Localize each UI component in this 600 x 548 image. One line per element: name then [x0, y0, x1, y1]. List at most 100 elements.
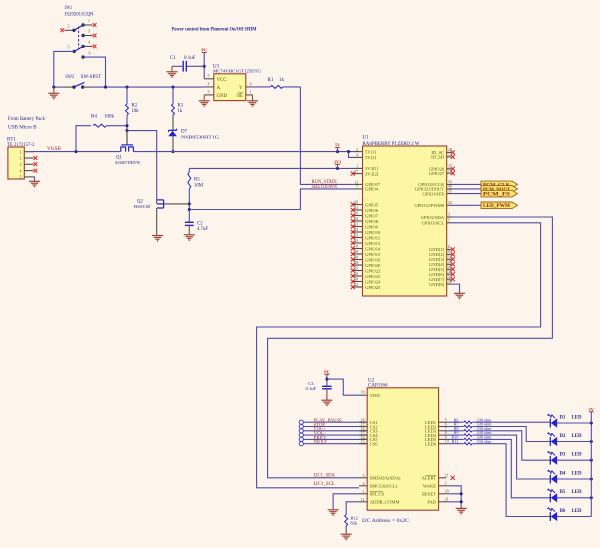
svg-text:20: 20: [448, 260, 452, 264]
svg-text:GPIO16: GPIO16: [365, 257, 381, 262]
svg-text:GPIO13: GPIO13: [365, 241, 381, 246]
svg-text:12: 12: [361, 498, 365, 502]
svg-text:330 ohm: 330 ohm: [477, 426, 493, 431]
svg-text:VDD: VDD: [370, 393, 381, 398]
svg-text:25: 25: [448, 265, 452, 269]
svg-text:I2C Address = 0x2C: I2C Address = 0x2C: [362, 519, 409, 524]
svg-text:2: 2: [20, 156, 22, 161]
svg-text:11: 11: [355, 181, 359, 185]
svg-text:R3: R3: [178, 104, 184, 109]
svg-text:0.1uF: 0.1uF: [306, 386, 317, 391]
svg-text:19: 19: [354, 228, 358, 232]
svg-text:BT1: BT1: [7, 138, 16, 143]
svg-text:GPIO10: GPIO10: [365, 230, 381, 235]
svg-text:13: 13: [361, 440, 365, 444]
svg-text:21: 21: [354, 223, 358, 227]
svg-text:Q2: Q2: [137, 200, 143, 205]
svg-text:LED2: LED2: [425, 424, 437, 429]
svg-text:C1: C1: [170, 56, 176, 61]
svg-text:5V[2]: 5V[2]: [365, 155, 376, 160]
svg-text:82k: 82k: [351, 521, 358, 526]
svg-text:Q1: Q1: [116, 156, 122, 161]
svg-text:5: 5: [208, 73, 210, 78]
svg-text:27: 27: [448, 153, 452, 157]
svg-text:14: 14: [361, 436, 365, 440]
svg-text:LED4: LED4: [425, 433, 437, 438]
svg-text:28: 28: [448, 148, 452, 152]
svg-text:1: 1: [356, 165, 358, 169]
svg-text:5V: 5V: [335, 143, 340, 148]
svg-text:C3: C3: [308, 381, 314, 386]
svg-text:GND[4]: GND[4]: [429, 262, 445, 267]
svg-text:19: 19: [361, 391, 365, 395]
svg-text:PU: PU: [201, 48, 207, 53]
svg-text:D7: D7: [181, 130, 188, 135]
svg-text:GPIO23: GPIO23: [365, 274, 381, 279]
svg-text:GND[1]: GND[1]: [429, 247, 445, 252]
svg-text:1: 1: [88, 18, 90, 23]
svg-text:PCM_FS: PCM_FS: [483, 193, 510, 198]
svg-text:GND[2]: GND[2]: [429, 252, 445, 257]
svg-text:PREV: PREV: [314, 435, 328, 440]
svg-text:TE 2172157-2: TE 2172157-2: [7, 143, 35, 148]
svg-text:330 ohm: 330 ohm: [477, 422, 493, 427]
svg-text:5: 5: [448, 219, 450, 223]
svg-text:R8: R8: [454, 426, 459, 431]
svg-text:31: 31: [354, 206, 358, 210]
svg-text:GPIO14: GPIO14: [365, 246, 381, 251]
svg-text:PLAY_PAUSE: PLAY_PAUSE: [314, 418, 343, 423]
svg-text:SW-SPST: SW-SPST: [81, 75, 102, 80]
svg-text:35: 35: [448, 189, 452, 193]
svg-text:GPIO4: GPIO4: [365, 187, 379, 192]
svg-text:ADDR_COMM: ADDR_COMM: [370, 500, 400, 505]
svg-text:ALERT: ALERT: [422, 476, 437, 481]
svg-text:GPIO26: GPIO26: [429, 167, 445, 172]
svg-text:LED3: LED3: [425, 429, 437, 434]
svg-text:R9: R9: [454, 430, 459, 435]
svg-text:2: 2: [356, 148, 358, 152]
svg-text:5: 5: [68, 45, 70, 50]
svg-text:LED: LED: [572, 490, 583, 495]
svg-text:4: 4: [250, 81, 252, 86]
svg-text:9: 9: [445, 435, 447, 439]
svg-text:GND[5]: GND[5]: [429, 267, 445, 272]
svg-text:29: 29: [354, 201, 358, 205]
svg-text:SMDATA(SDA): SMDATA(SDA): [370, 476, 401, 481]
svg-text:A: A: [217, 86, 221, 91]
svg-text:4.7uF: 4.7uF: [197, 227, 208, 232]
svg-text:2: 2: [68, 24, 70, 29]
svg-text:R7: R7: [454, 422, 459, 427]
svg-text:GND[3]: GND[3]: [429, 257, 445, 262]
svg-text:R1: R1: [268, 78, 274, 83]
svg-text:ID_SD: ID_SD: [431, 155, 445, 160]
svg-text:5: 5: [445, 418, 447, 422]
svg-text:I2C1_SDA: I2C1_SDA: [314, 473, 336, 478]
svg-text:3: 3: [208, 89, 210, 94]
svg-text:OE: OE: [237, 94, 243, 99]
svg-text:7: 7: [445, 427, 447, 431]
svg-text:R10: R10: [452, 435, 459, 440]
svg-text:16: 16: [361, 427, 365, 431]
svg-text:GPIO5: GPIO5: [365, 202, 379, 207]
svg-text:GPIO25: GPIO25: [365, 285, 381, 290]
svg-text:GPIO12/PWM0: GPIO12/PWM0: [414, 203, 445, 208]
svg-text:CS1: CS1: [370, 420, 379, 425]
svg-text:14: 14: [448, 255, 452, 259]
svg-text:GPIO18/CLK: GPIO18/CLK: [418, 182, 444, 187]
svg-text:20: 20: [445, 490, 449, 494]
svg-text:GPIO21/DOUT: GPIO21/DOUT: [415, 187, 445, 192]
svg-text:5: 5: [20, 175, 22, 180]
svg-text:13: 13: [448, 169, 452, 173]
svg-text:22: 22: [354, 283, 358, 287]
svg-text:40: 40: [448, 185, 452, 189]
svg-text:33: 33: [354, 239, 358, 243]
svg-text:36: 36: [354, 256, 358, 260]
svg-text:GPIO3/SCL: GPIO3/SCL: [421, 221, 444, 226]
svg-text:4: 4: [363, 482, 365, 486]
svg-text:3: 3: [363, 474, 365, 478]
svg-text:11: 11: [445, 474, 449, 478]
svg-text:1: 1: [363, 490, 365, 494]
svg-text:SI3407DDVR: SI3407DDVR: [115, 160, 141, 165]
svg-text:100k: 100k: [104, 115, 115, 120]
svg-text:330 ohm: 330 ohm: [477, 435, 493, 440]
